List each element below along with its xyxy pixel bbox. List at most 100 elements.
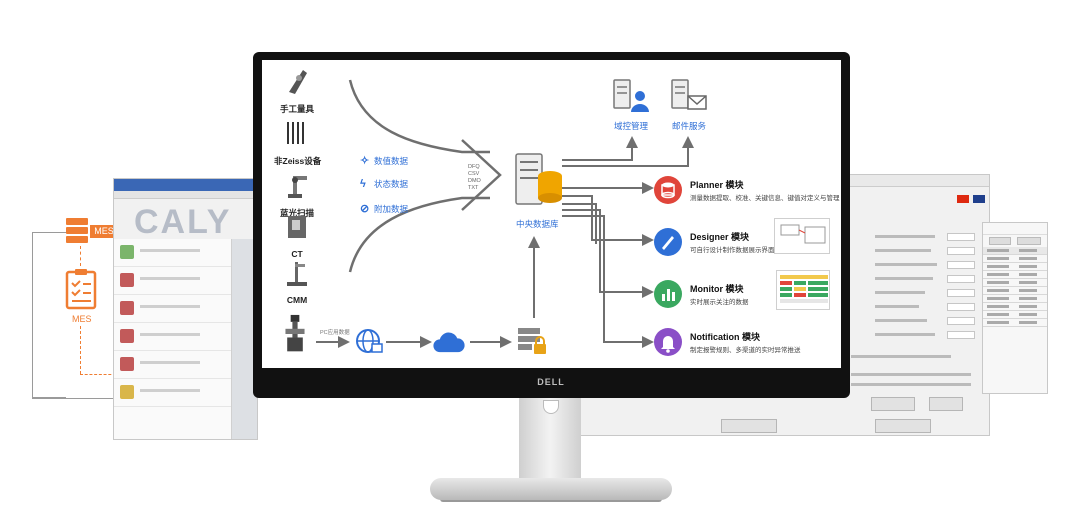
calypso-panel-row[interactable] [114,351,231,379]
device-label: 蓝光扫描 [279,208,314,218]
database-server-icon [515,153,562,205]
table-row[interactable] [983,295,1047,303]
table-row[interactable] [983,271,1047,279]
central-database-label: 中央数据库 [516,219,559,229]
gauge-bars-icon [287,122,304,144]
calypso-panel-row[interactable] [114,267,231,295]
device-label: CT [291,249,303,259]
form-field[interactable] [947,331,975,339]
module-notification[interactable]: Notification 模块 制定报警规则、多渠道的实时异常推送 [654,328,834,366]
paperclip-icon: ⊘ [360,203,370,215]
calypso-panel-row[interactable] [114,379,231,407]
mes-dashed-right [80,374,116,375]
monitor-screen: 手工量具 非Zeiss设备 蓝光扫描 CT CMM ✧数值数据 [262,60,841,368]
table-row[interactable] [983,303,1047,311]
device-label: 非Zeiss设备 [274,156,322,166]
monitor-stand-base [430,478,672,500]
flag-uk-icon[interactable] [973,195,985,203]
globe-browser-icon [356,329,383,353]
stream-label: 状态数据 [374,179,409,189]
evaluate-button[interactable] [875,419,931,433]
calypso-panel-row[interactable] [114,295,231,323]
module-name: Designer 模块 [690,232,750,242]
calypso-panel-row[interactable] [114,323,231,351]
mes-dashed-down [80,326,81,374]
module-planner[interactable]: Planner 模块 测量数据提取、校准、关键信息、键值对定义与管理 [654,176,840,214]
clear-button[interactable] [929,397,963,411]
table-row[interactable] [983,263,1047,271]
confirm-button[interactable] [721,419,777,433]
monitor-stand-cable-hole [543,400,559,414]
designer-preview-thumbnail [774,218,830,254]
cmm-machine-icon [287,262,307,286]
cylinder-icon [654,176,682,204]
table-row[interactable] [983,319,1047,327]
device-cmm: CMM [274,258,320,305]
module-designer[interactable]: Designer 模块 可自行设计制作数据展示界面 [654,228,834,266]
domain-control-label: 域控管理 [614,121,649,131]
domain-control-icon [613,79,649,112]
table-tool-button[interactable] [989,237,1011,245]
device-blue-scan: 蓝光扫描 [274,170,320,219]
device-label: CMM [286,295,308,305]
format-label: DMO [468,178,481,184]
robot-arm-icon [288,176,307,198]
cloud-icon [433,332,465,353]
calypso-menubar [114,191,257,199]
module-monitor[interactable]: Monitor 模块 实时展示关注的数据 [654,280,834,318]
form-field[interactable] [947,317,975,325]
monitor-brand-logo: DELL [537,377,565,387]
form-row [875,233,975,241]
bar-chart-icon [654,280,682,308]
pc-workstation-icon [285,314,305,352]
cad-viewport [232,239,257,439]
flow-lines [316,79,694,348]
calypso-logo: CALY [134,203,232,241]
form-row [875,317,975,325]
table-tool-button[interactable] [1017,237,1041,245]
form-row [875,331,975,339]
form-field[interactable] [947,233,975,241]
pen-icon [654,228,682,256]
mail-server-icon [671,79,707,110]
form-field[interactable] [947,289,975,297]
mes-badge-label: MES [90,225,118,238]
module-desc: 制定报警规则、多渠道的实时异常推送 [690,347,801,354]
calypso-window: CALY [113,178,258,440]
form-row [875,261,975,269]
device-label: 手工量具 [279,104,314,114]
form-field[interactable] [947,261,975,269]
checkbox-row[interactable] [851,373,981,379]
table-row[interactable] [983,287,1047,295]
table-row[interactable] [983,279,1047,287]
mail-service-label: 邮件服务 [672,121,707,131]
ct-scanner-icon [288,216,306,238]
form-row [875,289,975,297]
form-field[interactable] [947,303,975,311]
monitor: DELL [253,52,850,398]
table-toolbar [983,235,1047,247]
module-name: Planner 模块 [690,180,744,190]
form-field[interactable] [947,247,975,255]
table-row[interactable] [983,255,1047,263]
form-field[interactable] [947,275,975,283]
mes-dashed-up [80,246,81,266]
mes-badge: MES [66,218,118,244]
module-name: Notification 模块 [690,332,760,342]
calypso-titlebar [114,179,257,191]
flag-cn-icon[interactable] [957,195,969,203]
form-row [875,247,975,255]
monitor-preview-thumbnail [776,270,830,310]
device-non-zeiss: 非Zeiss设备 [274,118,322,167]
table-header-row [983,247,1047,255]
clipboard-icon [65,269,97,310]
module-desc: 可自行设计制作数据展示界面 [690,247,775,254]
checkbox-row[interactable] [851,383,981,389]
form-row [875,275,975,283]
bottom-flow-label: PC应用数据 [320,330,350,336]
table-row[interactable] [983,311,1047,319]
server-stack-icon [66,218,88,244]
mes-connector-line [32,232,66,398]
calypso-panel-row[interactable] [114,239,231,267]
all-selected-button[interactable] [871,397,915,411]
